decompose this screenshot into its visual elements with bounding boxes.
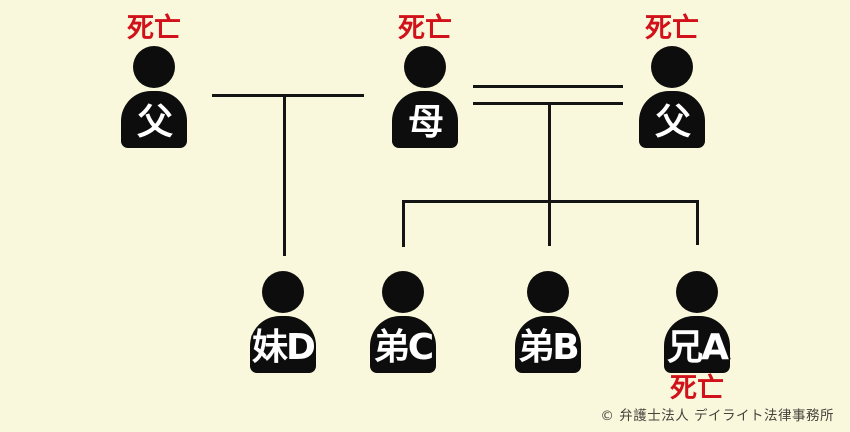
person-head-icon <box>382 271 424 313</box>
person-father-right: 死亡 父 <box>639 15 705 148</box>
child-drop-line-brother-a <box>696 200 699 245</box>
person-body-icon: 父 <box>121 91 187 148</box>
person-body-icon: 母 <box>392 91 458 148</box>
person-body-icon: 弟B <box>515 316 581 373</box>
person-father-left: 死亡 父 <box>121 15 187 148</box>
person-body-icon: 父 <box>639 91 705 148</box>
person-brother-b: 弟B <box>515 271 581 373</box>
death-label: 死亡 <box>398 13 452 44</box>
person-brother-c: 弟C <box>370 271 436 373</box>
person-label: 兄A <box>667 326 729 368</box>
person-label: 弟C <box>373 326 434 368</box>
person-label: 弟B <box>518 326 579 368</box>
marriage-line-double-top <box>473 85 623 88</box>
sibling-connector-line <box>402 200 699 203</box>
person-head-icon <box>527 271 569 313</box>
child-drop-line-brother-c <box>402 200 405 247</box>
person-head-icon <box>262 271 304 313</box>
person-sister-d: 妹D <box>250 271 316 373</box>
person-head-icon <box>651 46 693 88</box>
person-head-icon <box>133 46 175 88</box>
person-mother: 死亡 母 <box>392 15 458 148</box>
person-label: 母 <box>407 101 444 143</box>
person-head-icon <box>676 271 718 313</box>
death-label: 死亡 <box>127 13 181 44</box>
person-brother-a: 兄A 死亡 <box>664 271 730 402</box>
person-body-icon: 妹D <box>250 316 316 373</box>
copyright-notice: © 弁護士法人 デイライト法律事務所 <box>600 408 834 424</box>
person-label: 妹D <box>252 326 316 368</box>
child-drop-line-sister-d <box>283 94 286 256</box>
person-label: 父 <box>654 101 691 143</box>
death-label: 死亡 <box>645 13 699 44</box>
person-body-icon: 兄A <box>664 316 730 373</box>
death-label: 死亡 <box>670 373 724 404</box>
child-drop-line-brother-b <box>548 102 551 246</box>
person-body-icon: 弟C <box>370 316 436 373</box>
person-head-icon <box>404 46 446 88</box>
marriage-line-single <box>212 94 364 97</box>
person-label: 父 <box>136 101 173 143</box>
